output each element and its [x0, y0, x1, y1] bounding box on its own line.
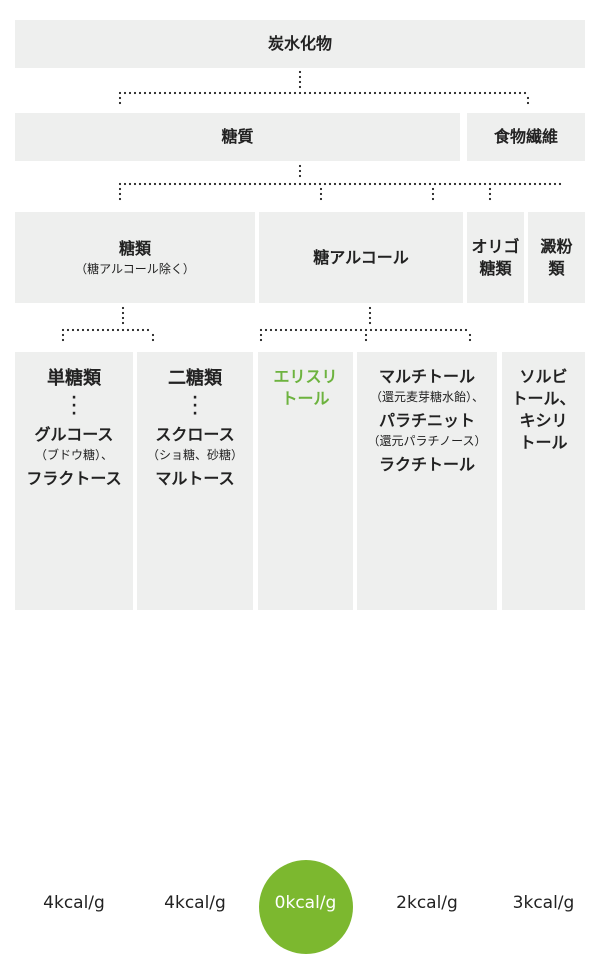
dotted-connector: ··· [192, 390, 198, 422]
item-sucrose: スクロース [155, 425, 235, 444]
erythritol-line-2: トール [281, 389, 330, 408]
kcal-value: 0kcal/g [274, 893, 337, 913]
item-sucrose-note: （ショ糖、砂糖） [146, 448, 243, 462]
item-line: トール、 [511, 389, 576, 408]
maltitol-box: マルチトール （還元麦芽糖水飴）、 パラチニット （還元パラチノース） ラクチト… [357, 352, 497, 913]
item-palatinit: パラチニット [378, 411, 475, 430]
disaccharide-title: 二糖類 [168, 368, 222, 389]
sugars-box: 糖類 （糖アルコール除く） [15, 212, 255, 303]
item-maltitol-note: （還元麦芽糖水飴）、 [369, 390, 484, 404]
sugar-quality-label: 糖質 [221, 127, 254, 146]
sugar-alcohol-label: 糖アルコール [313, 247, 409, 267]
item-lactitol: ラクチトール [378, 455, 475, 474]
disaccharide-box: 二糖類 ··· スクロース （ショ糖、砂糖） マルトース 4kcal/g [137, 352, 253, 913]
sorbitol-box: ソルビ トール、 キシリ トール 3kcal/g [502, 352, 585, 913]
oligosaccharide-box: オリゴ 糖類 [467, 212, 524, 303]
sugar-quality-box: 糖質 [15, 113, 460, 161]
item-maltose: マルトース [155, 469, 235, 488]
oligo-line-1: オリゴ [471, 236, 520, 256]
sugar-alcohol-box: 糖アルコール [259, 212, 463, 303]
item-line: キシリ [519, 411, 568, 430]
dietary-fiber-box: 食物繊維 [467, 113, 585, 161]
sugars-note: （糖アルコール除く） [75, 261, 195, 276]
oligo-line-2: 糖類 [479, 258, 512, 278]
kcal-value: 4kcal/g [43, 893, 105, 913]
item-maltitol: マルチトール [378, 367, 475, 386]
carbohydrate-box: 炭水化物 [15, 20, 585, 68]
item-line: トール [519, 433, 568, 452]
dietary-fiber-label: 食物繊維 [493, 127, 558, 146]
starch-line-1: 澱粉 [540, 236, 573, 256]
item-line: ソルビ [519, 367, 568, 386]
dotted-connector: ··· [71, 390, 77, 422]
item-glucose: グルコース [34, 425, 114, 444]
erythritol-line-1: エリスリ [273, 367, 338, 386]
item-fructose: フラクトース [26, 469, 122, 488]
connector-lines [61, 70, 565, 347]
erythritol-box: エリスリ トール 0kcal/g [258, 352, 353, 954]
monosaccharide-title: 単糖類 [47, 368, 101, 389]
kcal-value: 2kcal/g [396, 893, 458, 913]
kcal-value: 4kcal/g [164, 893, 226, 913]
starch-box: 澱粉 類 [528, 212, 585, 303]
kcal-value: 3kcal/g [512, 893, 575, 913]
carbohydrate-label: 炭水化物 [267, 34, 332, 53]
item-palatinit-note: （還元パラチノース） [367, 434, 487, 448]
item-glucose-note: （ブドウ糖）、 [34, 448, 113, 462]
monosaccharide-box: 単糖類 ··· グルコース （ブドウ糖）、 フラクトース 4kcal/g [15, 352, 133, 913]
starch-line-2: 類 [548, 258, 565, 278]
sugars-label: 糖類 [118, 238, 151, 258]
